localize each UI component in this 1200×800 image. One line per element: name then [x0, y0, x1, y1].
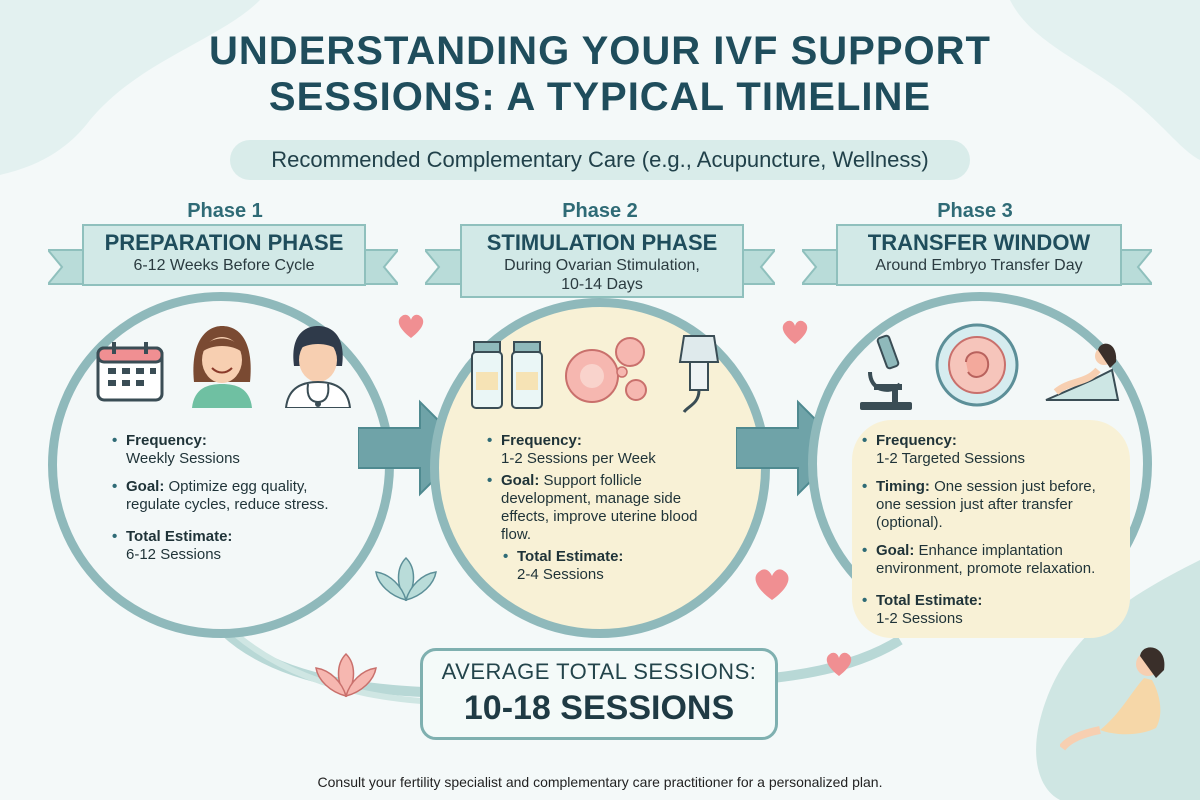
phase-2-total: • Total Estimate: 2-4 Sessions [503, 548, 624, 583]
medicine-vials-icon [471, 341, 543, 409]
phase-3-frequency: • Frequency: 1-2 Targeted Sessions [862, 432, 1025, 467]
phase-1-frequency-label: Frequency: [126, 432, 207, 449]
phase-2-number: Phase 2 [562, 200, 638, 222]
phase-2-title: STIMULATION PHASE [486, 230, 718, 255]
phase-1-frequency-text: Weekly Sessions [126, 450, 240, 467]
heart-icon [755, 569, 789, 600]
average-total-label: AVERAGE TOTAL SESSIONS: [441, 659, 757, 684]
ultrasound-probe-icon [678, 335, 720, 413]
subtitle-pill: Recommended Complementary Care (e.g., Ac… [230, 140, 970, 180]
phase-3-highlight [852, 420, 1130, 638]
phase-1-total-label: Total Estimate: [126, 528, 233, 545]
phase-3-details: • Frequency: 1-2 Targeted Sessions • Tim… [862, 432, 1122, 638]
phase-3-total: • Total Estimate: 1-2 Sessions [862, 592, 983, 627]
phase-1-frequency: • Frequency: Weekly Sessions [112, 432, 240, 467]
average-total-box: AVERAGE TOTAL SESSIONS: 10-18 SESSIONS [420, 648, 778, 740]
heart-icon [826, 652, 852, 676]
resting-woman-icon [1045, 343, 1120, 401]
phase-2-goal-text: Support follicle development, manage sid… [501, 472, 698, 543]
phase-3-frequency-label: Frequency: [876, 432, 957, 449]
average-total-value: 10-18 SESSIONS [463, 689, 735, 727]
phase-3-timing-label: Timing: [876, 478, 930, 495]
phase-1-total: • Total Estimate: 6-12 Sessions [112, 528, 233, 563]
phase-2-total-text: 2-4 Sessions [517, 566, 604, 583]
phase-2-ribbon-tails [425, 249, 775, 285]
phase-1-goal: • Goal: Optimize egg quality, regulate c… [112, 478, 329, 513]
phase-3-ribbon-tails [802, 249, 1152, 285]
phase-3-goal-text: Enhance implantation environment, promot… [876, 542, 1096, 577]
phase-2-subtitle: During Ovarian Stimulation, 10-14 Days [504, 257, 700, 293]
phase-2-frequency-label: Frequency: [501, 432, 582, 449]
phase-2-total-label: Total Estimate: [517, 548, 624, 565]
phase-1-ribbon: PREPARATION PHASE 6-12 Weeks Before Cycl… [82, 224, 366, 286]
phase-2-ribbon: STIMULATION PHASE During Ovarian Stimula… [460, 224, 744, 298]
phase-1-goal-label: Goal: [126, 478, 165, 495]
phase-3-total-label: Total Estimate: [876, 592, 983, 609]
lotus-icon [315, 652, 377, 698]
phase-1-subtitle: 6-12 Weeks Before Cycle [133, 257, 315, 274]
phase-3-number: Phase 3 [937, 200, 1013, 222]
title-line-1: UNDERSTANDING YOUR IVF SUPPORT [209, 29, 991, 73]
phase-3-title: TRANSFER WINDOW [867, 230, 1091, 255]
phase-3-timing-text: One session just before, one session jus… [876, 478, 1096, 531]
doctor-icon [284, 326, 352, 408]
phase-3-subtitle: Around Embryo Transfer Day [875, 257, 1083, 274]
calendar-icon [96, 342, 164, 402]
lotus-icon [375, 556, 437, 602]
follicle-cells-icon [565, 337, 647, 403]
phase-2-frequency: • Frequency: 1-2 Sessions per Week [487, 432, 656, 467]
heart-icon [398, 314, 424, 338]
phase-1-ribbon-tails [48, 249, 398, 285]
reclining-woman-icon [1060, 647, 1165, 751]
phase-3-timing: • Timing: One session just before, one s… [862, 478, 1096, 531]
phase-3-goal-label: Goal: [876, 542, 915, 559]
phase-3-ribbon: TRANSFER WINDOW Around Embryo Transfer D… [836, 224, 1122, 286]
footer-disclaimer: Consult your fertility specialist and co… [317, 774, 883, 790]
phase-2-goal-label: Goal: [501, 472, 540, 489]
phase-1-total-text: 6-12 Sessions [126, 546, 222, 563]
phase-1-goal-text: Optimize egg quality, regulate cycles, r… [126, 478, 329, 513]
embryo-icon [935, 323, 1019, 407]
title-line-2: SESSIONS: A TYPICAL TIMELINE [268, 75, 932, 119]
phase-3-total-text: 1-2 Sessions [876, 610, 963, 627]
phase-3-goal: • Goal: Enhance implantation environment… [862, 542, 1096, 577]
phase-2-frequency-text: 1-2 Sessions per Week [501, 450, 656, 467]
phase-1-number: Phase 1 [187, 200, 263, 222]
woman-avatar-icon [192, 326, 252, 408]
phase-3-frequency-text: 1-2 Targeted Sessions [876, 450, 1025, 467]
phase-2-details: • Frequency: 1-2 Sessions per Week • Goa… [487, 432, 727, 594]
phase-1-title: PREPARATION PHASE [104, 230, 344, 255]
microscope-icon [860, 334, 912, 410]
phase-2-goal: • Goal: Support follicle development, ma… [487, 472, 698, 543]
page-title: UNDERSTANDING YOUR IVF SUPPORT SESSIONS:… [0, 28, 1200, 120]
phase-1-details: • Frequency: Weekly Sessions • Goal: Opt… [112, 432, 362, 574]
heart-icon [782, 320, 808, 344]
